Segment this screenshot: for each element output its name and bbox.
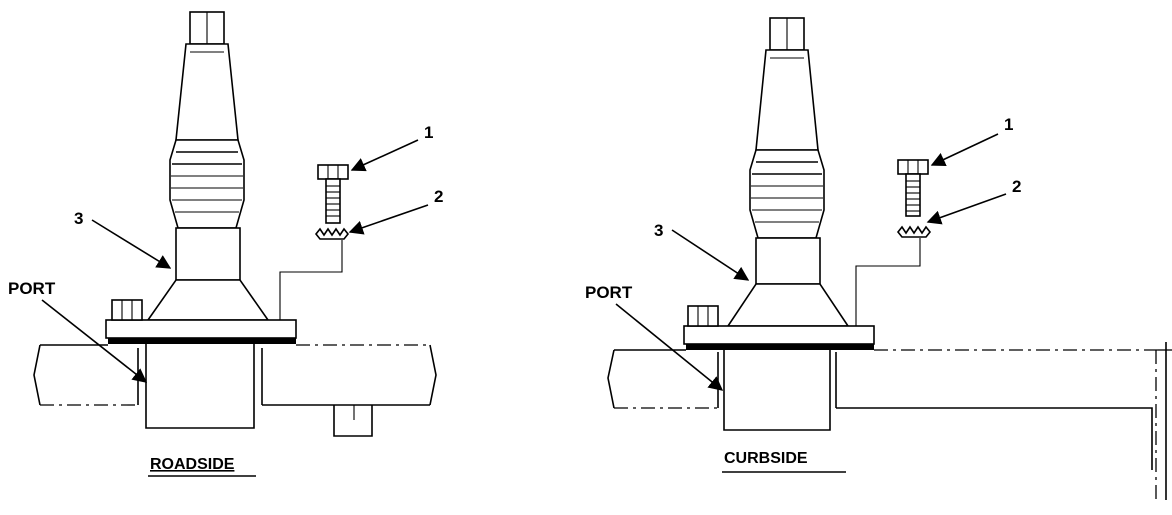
roadside-view: 1 2 3 PORT ROADSIDE	[8, 11, 443, 477]
callout-2-label: 2	[434, 187, 443, 206]
port-label: PORT	[8, 279, 56, 298]
flange-gasket	[686, 344, 874, 350]
drain-stub	[333, 405, 373, 437]
port-label: PORT	[585, 283, 633, 302]
curbside-view: 1 2 3 PORT CURBSIDE	[585, 17, 1172, 500]
port-tube	[723, 350, 831, 431]
callout-1-label: 1	[424, 123, 433, 142]
leader-arrow-1	[930, 133, 999, 167]
valve-ribbed-body	[749, 149, 825, 239]
view-caption: CURBSIDE	[724, 450, 808, 467]
flange-gasket	[108, 338, 296, 344]
flange-nut	[687, 305, 719, 327]
callout-1-label: 1	[1004, 115, 1013, 134]
leader-arrow-2	[348, 204, 429, 235]
leader-arrow-port	[615, 303, 724, 391]
callout-2-label: 2	[1012, 177, 1021, 196]
view-caption: ROADSIDE	[150, 456, 235, 473]
flange-nut	[111, 299, 143, 321]
leader-arrow-3	[91, 219, 172, 269]
valve-flange	[105, 319, 297, 339]
valve-neck	[755, 237, 821, 285]
valve-stem	[175, 43, 239, 141]
leader-arrow-1	[350, 139, 419, 172]
callout-3-label: 3	[654, 221, 663, 240]
lock-washer-icon	[314, 227, 350, 240]
valve-cap	[769, 17, 805, 51]
leader-arrow-3	[671, 229, 750, 281]
bolt-icon	[897, 159, 929, 217]
valve-stem	[755, 49, 819, 151]
tank-shell	[33, 344, 437, 406]
lock-washer-icon	[896, 225, 932, 238]
bolt-icon	[317, 164, 349, 224]
bonding-wire	[855, 238, 921, 326]
leader-arrow-2	[926, 193, 1007, 225]
bonding-wire	[279, 240, 343, 320]
valve-flange	[683, 325, 875, 345]
port-tube	[145, 344, 255, 429]
valve-base-flare	[146, 279, 270, 321]
leader-arrow-port	[41, 299, 148, 383]
callout-3-label: 3	[74, 209, 83, 228]
valve-neck	[175, 227, 241, 281]
valve-base-flare	[726, 283, 850, 327]
valve-ribbed-body	[169, 139, 245, 229]
valve-cap	[189, 11, 225, 45]
